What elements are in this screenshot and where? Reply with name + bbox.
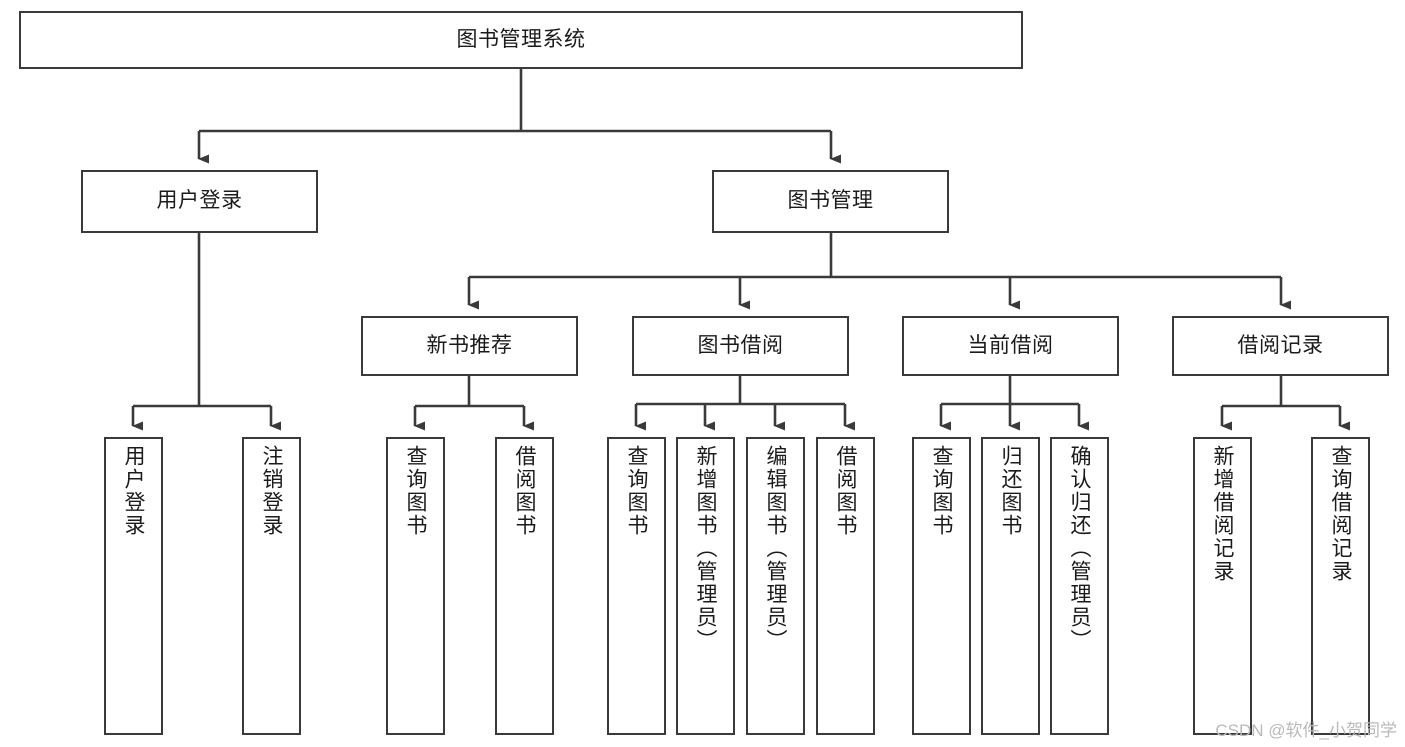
leaf-query-record[interactable]: 查询借阅记录: [1311, 437, 1370, 735]
leaf-user-login[interactable]: 用户登录: [104, 437, 163, 735]
leaf-confirm-return[interactable]: 确认归还（管理员）: [1050, 437, 1109, 735]
node-user-login[interactable]: 用户登录: [81, 170, 318, 233]
leaf-query-book-1-label: 查询图书: [404, 445, 427, 537]
leaf-return-book[interactable]: 归还图书: [981, 437, 1040, 735]
leaf-borrow-book-1[interactable]: 借阅图书: [495, 437, 554, 735]
leaf-query-record-label: 查询借阅记录: [1329, 445, 1352, 583]
leaf-add-book[interactable]: 新增图书（管理员）: [676, 437, 735, 735]
leaf-edit-book-label: 编辑图书（管理员）: [764, 445, 787, 652]
node-borrow-record[interactable]: 借阅记录: [1172, 316, 1389, 376]
leaf-edit-book[interactable]: 编辑图书（管理员）: [746, 437, 805, 735]
leaf-user-login-label: 用户登录: [122, 445, 145, 537]
leaf-query-book-1[interactable]: 查询图书: [386, 437, 445, 735]
node-borrow-record-label: 借阅记录: [1237, 333, 1324, 357]
node-current-borrow[interactable]: 当前借阅: [902, 316, 1119, 376]
node-new-book-recommend[interactable]: 新书推荐: [361, 316, 578, 376]
leaf-add-record[interactable]: 新增借阅记录: [1193, 437, 1252, 735]
leaf-query-book-3[interactable]: 查询图书: [912, 437, 971, 735]
leaf-return-book-label: 归还图书: [999, 445, 1022, 537]
node-root[interactable]: 图书管理系统: [19, 11, 1023, 69]
node-book-borrow[interactable]: 图书借阅: [632, 316, 849, 376]
leaf-add-book-label: 新增图书（管理员）: [694, 445, 717, 652]
node-new-book-recommend-label: 新书推荐: [426, 333, 513, 357]
leaf-query-book-2[interactable]: 查询图书: [607, 437, 666, 735]
leaf-logout-login-label: 注销登录: [260, 445, 283, 537]
node-book-manage[interactable]: 图书管理: [712, 170, 949, 233]
leaf-borrow-book-1-label: 借阅图书: [513, 445, 536, 537]
leaf-borrow-book-2[interactable]: 借阅图书: [816, 437, 875, 735]
leaf-add-record-label: 新增借阅记录: [1211, 445, 1234, 583]
node-book-manage-label: 图书管理: [787, 189, 874, 213]
leaf-query-book-3-label: 查询图书: [930, 445, 953, 537]
leaf-borrow-book-2-label: 借阅图书: [834, 445, 857, 537]
node-user-login-label: 用户登录: [156, 189, 243, 213]
leaf-logout-login[interactable]: 注销登录: [242, 437, 301, 735]
watermark: CSDN @软件_小贺同学: [1215, 721, 1397, 740]
leaf-query-book-2-label: 查询图书: [625, 445, 648, 537]
node-current-borrow-label: 当前借阅: [967, 333, 1054, 357]
node-book-borrow-label: 图书借阅: [697, 333, 784, 357]
leaf-confirm-return-label: 确认归还（管理员）: [1068, 445, 1091, 652]
node-root-label: 图书管理系统: [456, 27, 586, 51]
